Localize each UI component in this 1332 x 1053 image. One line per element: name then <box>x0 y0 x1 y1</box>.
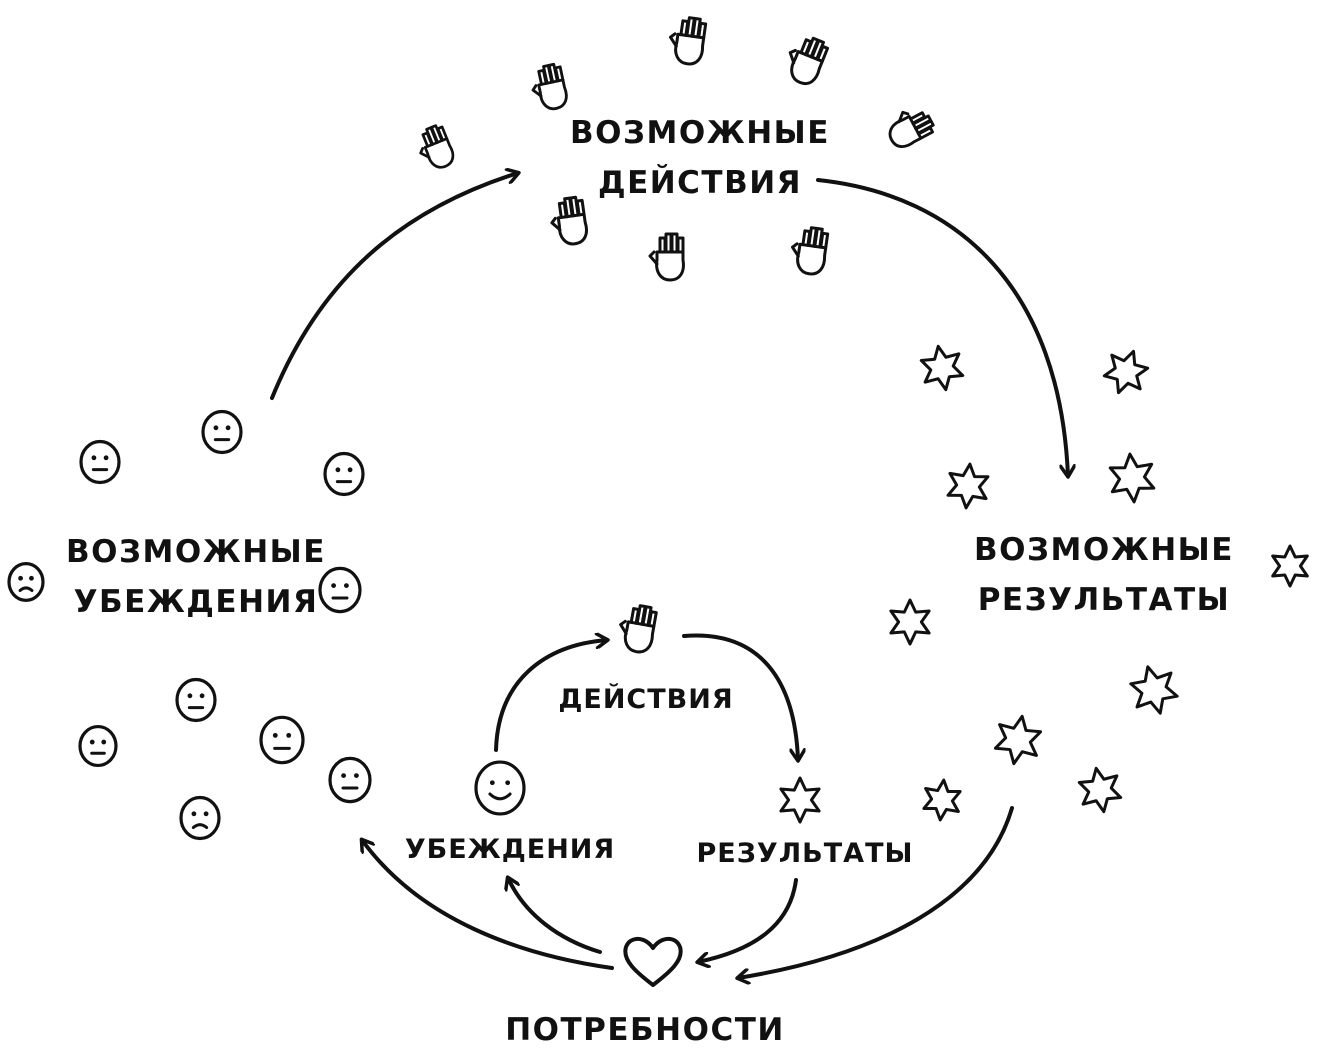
label-possible-actions-line1: ВОЗМОЖНЫЕ <box>570 115 830 151</box>
face-icon <box>476 762 524 814</box>
star-icon <box>919 343 964 393</box>
label-possible-beliefs-line1: ВОЗМОЖНЫЕ <box>66 534 326 570</box>
star-icon <box>947 462 989 509</box>
star-icon <box>1128 661 1181 718</box>
arrow-actions-to-results <box>818 180 1068 476</box>
hand-icon <box>883 103 936 152</box>
hand-icon <box>789 225 829 275</box>
hand-icon <box>413 123 456 173</box>
face-icon <box>181 797 219 838</box>
star-icon <box>891 600 929 644</box>
label-possible-results-line1: ВОЗМОЖНЫЕ <box>974 532 1234 568</box>
face-icon <box>325 453 363 494</box>
arrow-results-to-needs <box>738 808 1012 978</box>
label-beliefs: УБЕЖДЕНИЯ <box>405 834 615 865</box>
star-icon <box>1109 452 1155 503</box>
star-icon <box>1273 546 1308 586</box>
arrow-beliefs-to-actions <box>272 173 518 398</box>
label-results: РЕЗУЛЬТАТЫ <box>697 838 914 869</box>
heart-icon <box>625 939 680 985</box>
hand-icon <box>781 32 829 87</box>
label-actions: ДЕЙСТВИЯ <box>558 683 733 715</box>
label-needs: ПОТРЕБНОСТИ <box>505 1012 785 1048</box>
face-icon <box>80 727 116 766</box>
label-possible-actions-line2: ДЕЙСТВИЯ <box>598 165 802 201</box>
star-icon <box>781 778 819 822</box>
hand-icon <box>650 234 683 280</box>
face-icon <box>261 717 303 762</box>
star-icon <box>923 779 961 822</box>
hand-icon <box>667 15 707 65</box>
label-possible-results-line2: РЕЗУЛЬТАТЫ <box>978 582 1231 618</box>
star-icon <box>1101 345 1152 399</box>
face-icon <box>81 441 119 482</box>
face-icon <box>330 758 370 801</box>
hand-icon <box>616 603 657 654</box>
star-icon <box>993 713 1042 767</box>
hand-icon <box>529 63 569 112</box>
star-icon <box>1077 765 1122 815</box>
hand-icon <box>549 196 589 246</box>
face-icon <box>203 411 241 452</box>
face-icon <box>320 568 360 611</box>
face-icon <box>177 679 215 720</box>
arrow-inner-results-to-needs <box>698 880 796 962</box>
face-icon <box>9 564 43 601</box>
label-possible-beliefs-line2: УБЕЖДЕНИЯ <box>74 584 319 620</box>
arrow-inner-needs-to-beliefs <box>508 878 600 952</box>
